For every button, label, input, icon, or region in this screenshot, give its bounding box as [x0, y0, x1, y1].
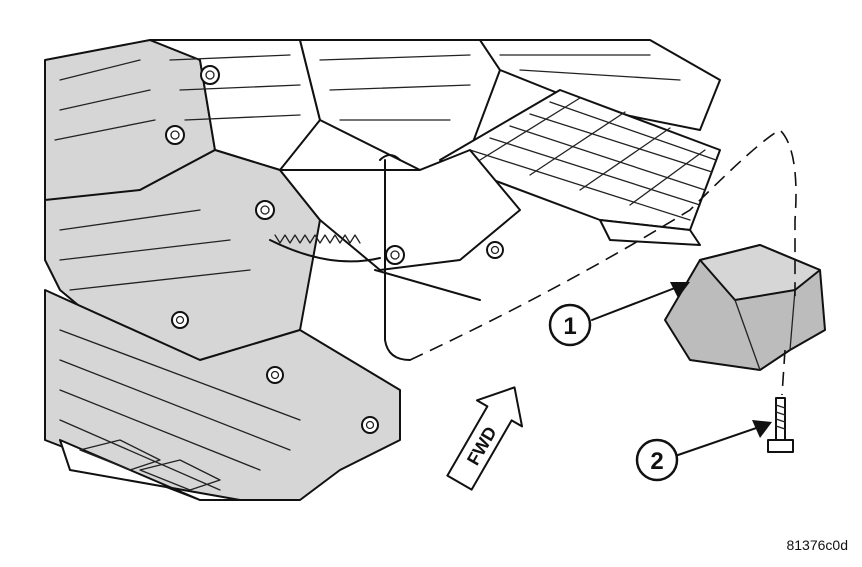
- arrow-head-icon: [752, 420, 772, 438]
- inspection-cover: [664, 244, 826, 371]
- cover-bolt: [767, 397, 794, 453]
- alignment-line-cover: [409, 129, 797, 361]
- oil-pan: [44, 289, 401, 501]
- figure-code: 81376c0d: [786, 537, 848, 553]
- callout-2: 2: [635, 420, 772, 482]
- forward-direction-arrow: FWD: [446, 386, 524, 491]
- mounting-bolts: [165, 65, 504, 434]
- callout-2-label: 2: [650, 448, 663, 475]
- callout-1-label: 1: [563, 313, 576, 340]
- transmission-assembly: [44, 39, 721, 501]
- crossmember-grid: [439, 89, 721, 246]
- callout-1: 1: [548, 282, 690, 347]
- arrow-head-icon: [670, 282, 690, 298]
- alignment-line-bolt: [781, 349, 786, 396]
